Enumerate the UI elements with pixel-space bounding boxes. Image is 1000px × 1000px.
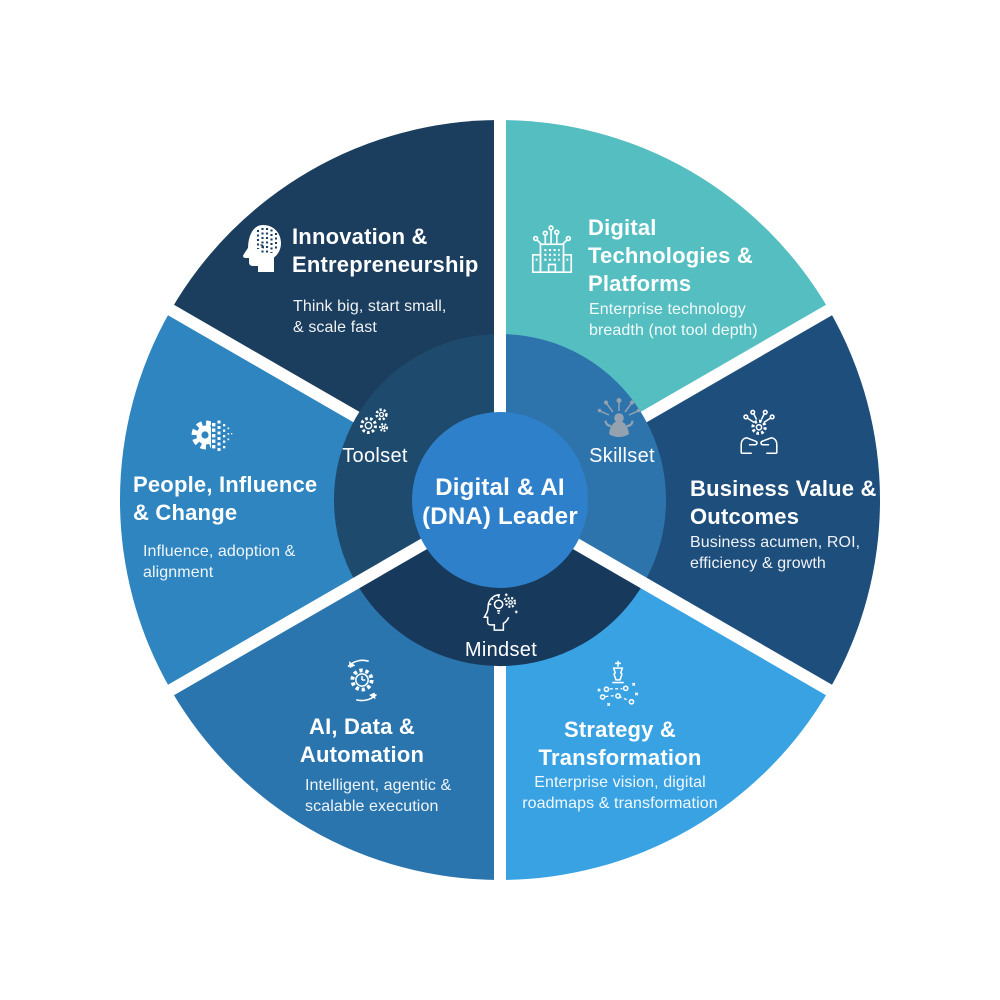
center-title: Digital & AI (DNA) Leader <box>422 474 578 530</box>
segment-title-digital: Digital Technologies & Platforms <box>588 215 753 296</box>
gears-icon <box>360 408 389 434</box>
network-lines <box>599 402 639 416</box>
automation-gear-icon <box>347 659 377 702</box>
outer-segment-people <box>119 310 500 690</box>
outer-segment-business <box>500 310 881 690</box>
segment-subtitle-digital: Enterprise technology breadth (not tool … <box>589 301 758 339</box>
segment-subtitle-ai-data: Intelligent, agentic & scalable executio… <box>305 777 452 815</box>
ring-label-skillset: Skillset <box>589 445 655 467</box>
chess-strategy-icon <box>597 660 639 707</box>
segment-subtitle-business: Business acumen, ROI, efficiency & growt… <box>690 534 861 572</box>
segment-subtitle-people: Influence, adoption & alignment <box>143 543 296 581</box>
head-lightbulb-gear-icon <box>482 593 518 631</box>
ring-label-toolset: Toolset <box>342 445 408 467</box>
ring-label-mindset: Mindset <box>464 639 538 661</box>
segment-title-strategy: Strategy & Transformation <box>538 717 702 770</box>
ai-head-icon <box>243 225 281 272</box>
smart-building-icon <box>531 225 573 273</box>
pixel-texture <box>256 228 278 255</box>
pixel-squares <box>212 420 233 451</box>
segment-title-business: Business Value & Outcomes <box>690 476 877 529</box>
network-person-icon <box>597 398 641 437</box>
segment-subtitle-strategy: Enterprise vision, digital roadmaps & tr… <box>522 774 718 812</box>
segment-subtitle-innovation: Think big, start small, & scale fast <box>293 298 447 336</box>
segment-title-ai-data: AI, Data & Automation <box>299 714 425 767</box>
center-circle <box>412 412 588 588</box>
segment-title-people: People, Influence & Change <box>133 472 318 525</box>
segment-title-innovation: Innovation & Entrepreneurship <box>292 224 479 277</box>
gear-pixels-icon <box>191 414 235 456</box>
hands-gear-icon <box>740 409 778 454</box>
